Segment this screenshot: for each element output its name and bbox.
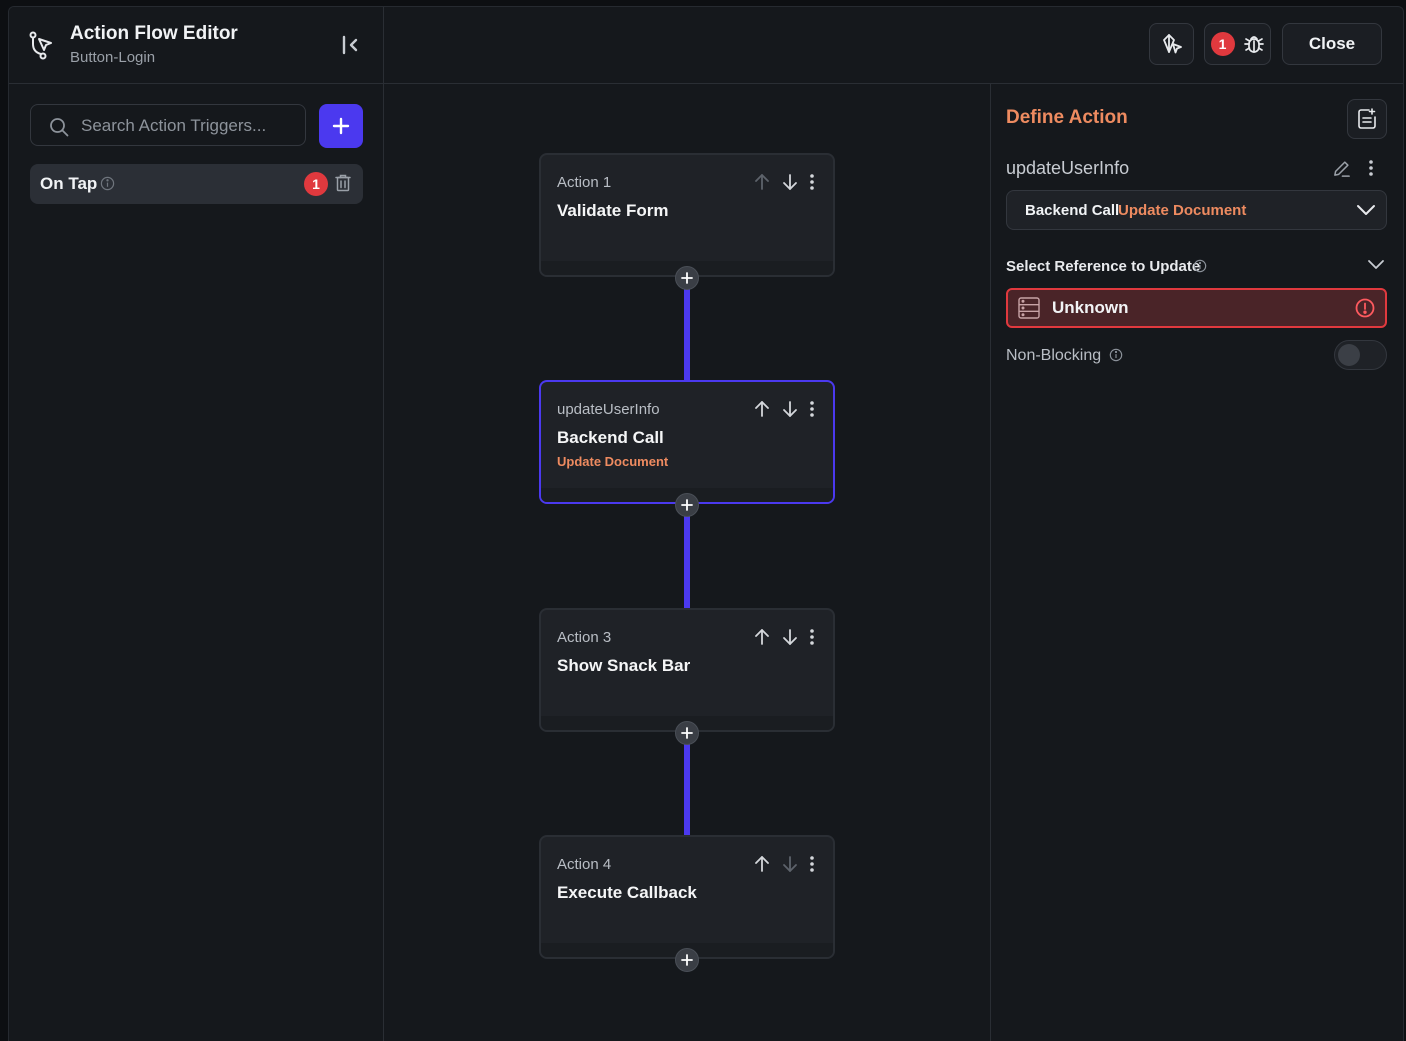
action-type-dropdown[interactable]: Backend Call Update Document — [1006, 190, 1387, 230]
close-button[interactable]: Close — [1282, 23, 1382, 65]
action-flow-icon — [29, 31, 52, 60]
action-kicker: Action 4 — [557, 856, 612, 873]
arrow-up-icon[interactable] — [753, 855, 771, 873]
edit-icon[interactable] — [1332, 159, 1351, 178]
arrow-down-icon[interactable] — [781, 173, 799, 191]
plus-icon — [681, 272, 693, 284]
arrow-up-icon[interactable] — [753, 628, 771, 646]
info-icon[interactable] — [1193, 259, 1207, 273]
action-card-3[interactable]: Action 3 Show Snack Bar — [539, 608, 835, 732]
trash-icon[interactable] — [335, 174, 351, 192]
flow-connector — [684, 744, 690, 836]
define-action-panel: Define Action updateUserInfo Backend Cal… — [990, 84, 1403, 1041]
search-field[interactable] — [30, 104, 306, 146]
card-tools — [753, 855, 815, 873]
arrow-up-icon[interactable] — [753, 400, 771, 418]
add-action-button[interactable] — [675, 948, 699, 972]
more-vertical-icon[interactable] — [809, 855, 815, 873]
plus-icon — [332, 117, 350, 135]
card-tools — [753, 173, 815, 191]
add-action-button[interactable] — [675, 493, 699, 517]
bug-icon — [1243, 36, 1264, 53]
card-tools — [753, 400, 815, 418]
plus-icon — [681, 499, 693, 511]
reference-label: Select Reference to Update — [1006, 258, 1201, 275]
action-name: updateUserInfo — [1006, 158, 1130, 178]
note-add-icon — [1358, 108, 1376, 129]
action-subtitle: Update Document — [557, 454, 669, 469]
plus-icon — [681, 954, 693, 966]
arrow-down-icon[interactable] — [781, 400, 799, 418]
add-action-button[interactable] — [675, 266, 699, 290]
action-title: Execute Callback — [557, 883, 697, 902]
left-panel: Action Flow Editor Button-Login On Tap — [9, 7, 384, 1041]
database-icon — [1018, 297, 1040, 319]
notes-button[interactable] — [1347, 99, 1387, 139]
arrow-up-icon[interactable] — [753, 173, 771, 191]
collapse-panel-icon[interactable] — [339, 33, 363, 57]
flow-canvas: Action 1 Validate Form updateUserInfo Ba… — [384, 84, 989, 1041]
add-trigger-button[interactable] — [319, 104, 363, 148]
page-subtitle: Button-Login — [70, 49, 156, 66]
action-title: Backend Call — [557, 428, 664, 447]
left-header: Action Flow Editor Button-Login — [9, 7, 383, 84]
info-icon[interactable] — [100, 176, 115, 191]
action-card-2[interactable]: updateUserInfo Backend Call Update Docum… — [539, 380, 835, 504]
reference-field[interactable]: Unknown — [1006, 288, 1387, 328]
card-tools — [753, 628, 815, 646]
action-kicker: Action 3 — [557, 629, 612, 646]
more-vertical-icon[interactable] — [809, 400, 815, 418]
more-vertical-icon[interactable] — [1368, 159, 1374, 177]
action-flow-editor-window: Action Flow Editor Button-Login On Tap — [8, 6, 1404, 1041]
action-kicker: updateUserInfo — [557, 401, 660, 418]
action-card-4[interactable]: Action 4 Execute Callback — [539, 835, 835, 959]
plus-icon — [681, 727, 693, 739]
action-title: Validate Form — [557, 201, 669, 220]
ai-assist-button[interactable] — [1149, 23, 1194, 65]
reference-value: Unknown — [1052, 298, 1129, 317]
sparkle-cursor-icon — [1162, 34, 1182, 54]
page-title: Action Flow Editor — [70, 23, 238, 44]
info-icon[interactable] — [1109, 348, 1123, 362]
action-card-1[interactable]: Action 1 Validate Form — [539, 153, 835, 277]
more-vertical-icon[interactable] — [809, 628, 815, 646]
error-icon — [1355, 298, 1375, 318]
arrow-down-icon[interactable] — [781, 628, 799, 646]
debug-count-badge: 1 — [1210, 32, 1235, 56]
trigger-label: On Tap — [40, 174, 98, 193]
chevron-down-icon — [1357, 205, 1375, 215]
action-title: Show Snack Bar — [557, 656, 691, 675]
action-kicker: Action 1 — [557, 174, 612, 191]
debug-button[interactable]: 1 — [1204, 23, 1271, 65]
top-toolbar: 1 Close — [384, 7, 1403, 84]
more-vertical-icon[interactable] — [809, 173, 815, 191]
add-action-button[interactable] — [675, 721, 699, 745]
error-count-badge: 1 — [304, 172, 328, 196]
chevron-down-icon[interactable] — [1367, 257, 1385, 271]
toggle-knob — [1338, 344, 1360, 366]
action-subtype: Update Document — [1118, 202, 1247, 219]
non-blocking-label: Non-Blocking — [1006, 347, 1102, 364]
search-input[interactable] — [79, 114, 303, 138]
panel-title: Define Action — [1006, 107, 1128, 128]
trigger-item-on-tap[interactable]: On Tap 1 — [30, 164, 363, 204]
non-blocking-toggle[interactable] — [1334, 340, 1387, 370]
action-type: Backend Call — [1025, 202, 1120, 219]
flow-connector — [684, 516, 690, 608]
flow-connector — [684, 288, 690, 380]
search-icon — [50, 118, 69, 137]
arrow-down-icon[interactable] — [781, 855, 799, 873]
